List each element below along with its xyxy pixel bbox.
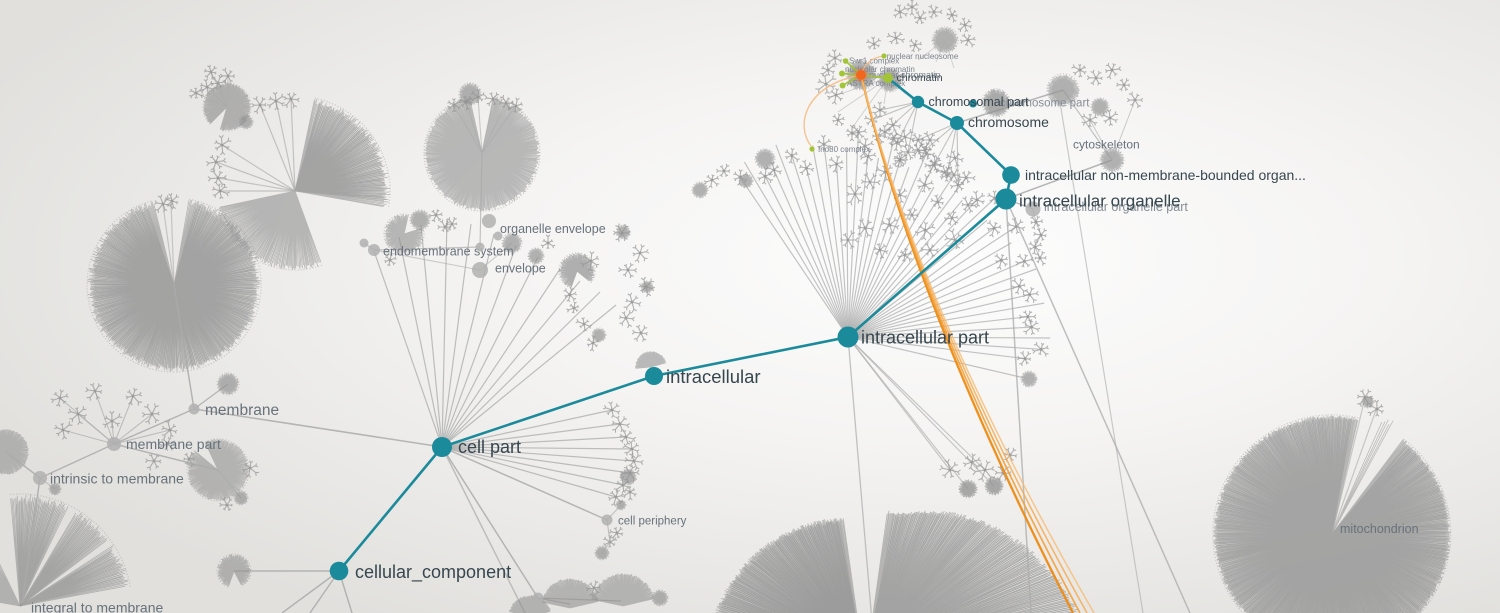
svg-text:intracellular organelle: intracellular organelle bbox=[1019, 192, 1181, 211]
svg-text:intrinsic to membrane: intrinsic to membrane bbox=[50, 471, 184, 487]
svg-text:nuclear chromatin: nuclear chromatin bbox=[869, 70, 941, 80]
svg-text:chromosome part: chromosome part bbox=[1000, 98, 1090, 110]
svg-text:organelle envelope: organelle envelope bbox=[500, 222, 606, 236]
svg-text:cell periphery: cell periphery bbox=[618, 516, 687, 528]
svg-text:intracellular: intracellular bbox=[666, 366, 761, 387]
svg-text:chromosome: chromosome bbox=[968, 114, 1049, 130]
svg-text:integral to membrane: integral to membrane bbox=[31, 600, 164, 613]
svg-text:cellular_component: cellular_component bbox=[355, 562, 511, 583]
svg-text:chromosomal part: chromosomal part bbox=[929, 95, 1030, 109]
svg-text:intracellular non-membrane-bou: intracellular non-membrane-bounded organ… bbox=[1025, 167, 1306, 183]
svg-text:nucleolar chromatin: nucleolar chromatin bbox=[845, 65, 915, 74]
svg-text:Ino80 complex: Ino80 complex bbox=[818, 145, 870, 154]
svg-text:intracellular organelle part: intracellular organelle part bbox=[1044, 200, 1188, 214]
svg-text:intracellular part: intracellular part bbox=[861, 328, 989, 348]
svg-text:chromatin: chromatin bbox=[897, 72, 943, 84]
svg-text:nuclear nucleosome: nuclear nucleosome bbox=[887, 52, 959, 61]
svg-text:membrane part: membrane part bbox=[126, 436, 221, 452]
svg-text:mitochondrion: mitochondrion bbox=[1340, 522, 1419, 536]
svg-text:cytoskeleton: cytoskeleton bbox=[1073, 138, 1140, 152]
svg-text:Swr1 complex: Swr1 complex bbox=[849, 57, 899, 66]
svg-text:cell part: cell part bbox=[458, 437, 521, 457]
svg-text:endomembrane system: endomembrane system bbox=[383, 245, 514, 259]
svg-text:envelope: envelope bbox=[495, 262, 546, 276]
svg-text:membrane: membrane bbox=[205, 402, 279, 419]
svg-text:ASTRA complex: ASTRA complex bbox=[847, 79, 905, 88]
